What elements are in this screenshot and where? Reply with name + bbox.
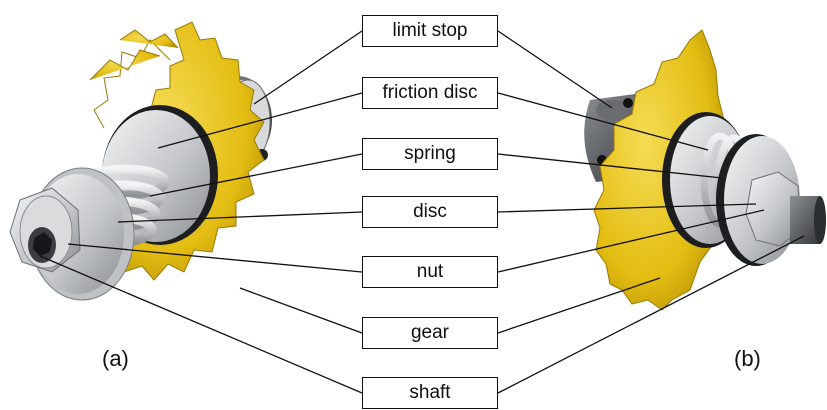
assembly-left [9,21,272,301]
leader-gear-left [239,287,363,334]
left-shaft-part [28,227,56,263]
leader-disc-left [117,211,363,223]
leader-shaft-right [497,235,805,394]
label-limit-stop: limit stop [362,15,498,47]
leader-gear-right [497,277,661,334]
label-nut: nut [362,256,498,288]
leader-lines [39,30,805,394]
label-disc: disc [362,196,498,228]
label-gear: gear [362,317,498,349]
leader-spring-right [497,153,723,179]
panel-label-a: (a) [102,346,129,371]
label-friction-disc: friction disc [362,77,498,109]
leader-friction-disc-right [497,92,709,151]
leader-nut-right [497,209,765,273]
leader-limit-stop-right [497,30,613,109]
leader-limit-stop-left [253,30,363,105]
leader-nut-left [67,243,363,273]
assembly-right [584,29,826,311]
leader-friction-disc-left [157,92,363,149]
leader-disc-right [497,203,757,213]
panel-label-b: (b) [734,346,761,371]
label-spring: spring [362,138,498,170]
right-shaft-part [790,196,826,244]
leader-shaft-left [39,255,363,394]
leader-spring-left [149,153,363,197]
label-shaft: shaft [362,377,498,409]
